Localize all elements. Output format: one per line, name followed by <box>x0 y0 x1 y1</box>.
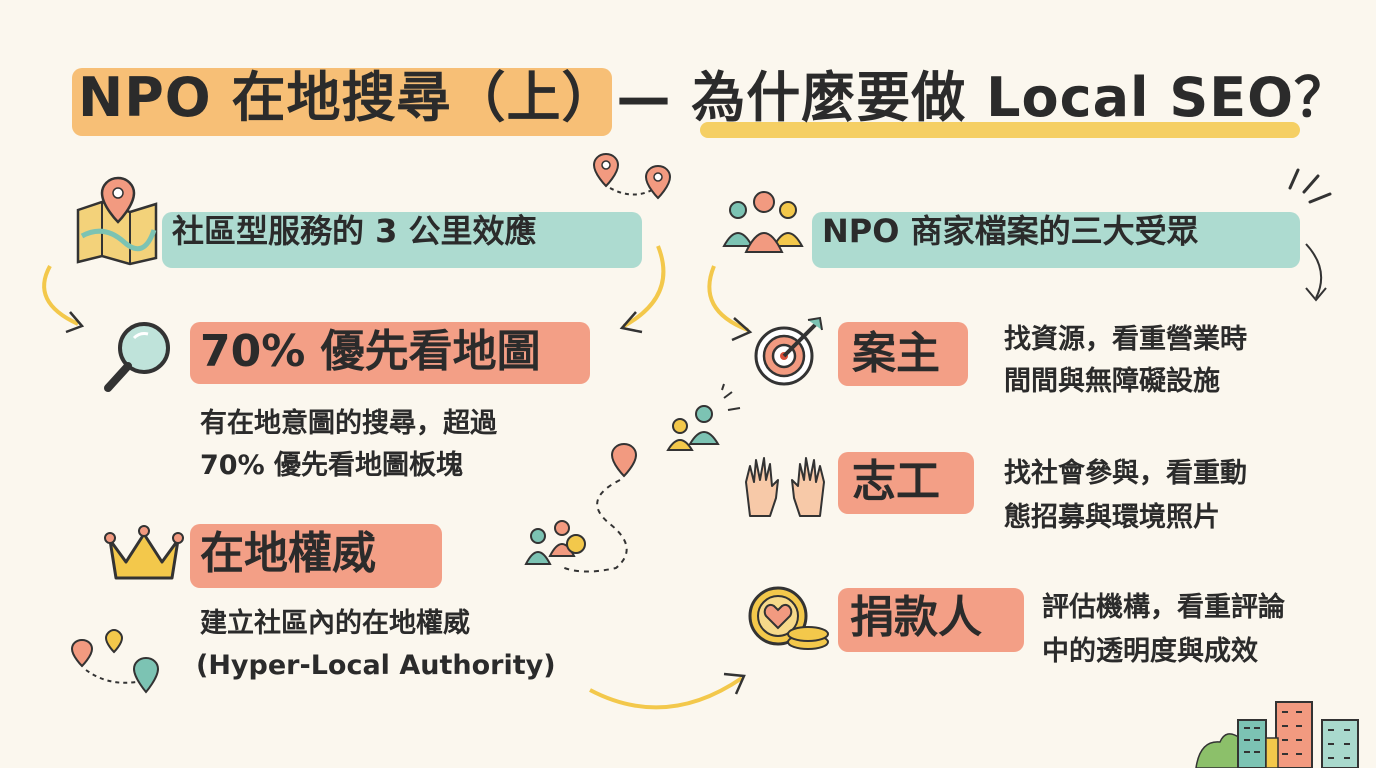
page-title: NPO 在地搜尋（上）— 為什麼要做 Local SEO？ <box>78 66 1350 129</box>
point1-line2: 70% 優先看地圖板塊 <box>200 450 464 481</box>
point2-line2: (Hyper-Local Authority) <box>196 650 556 681</box>
point1-title-highlight <box>190 322 590 384</box>
audience2-line1: 找社會參與，看重動 <box>1004 458 1247 489</box>
audience2-line2: 態招募與環境照片 <box>1004 502 1220 533</box>
audience2-label-highlight <box>838 452 974 514</box>
title-underline <box>700 122 1300 138</box>
audience3-line1: 評估機構，看重評論 <box>1042 592 1285 623</box>
audience3-line2: 中的透明度與成效 <box>1042 636 1258 667</box>
audience2-label: 志工 <box>852 456 940 507</box>
curved-arrow-icon <box>42 265 85 334</box>
right-heading: NPO 商家檔案的三大受眾 <box>822 212 1199 250</box>
point1-line1: 有在地意圖的搜尋，超過 <box>200 408 497 439</box>
burst-lines-icon <box>1288 168 1332 204</box>
audience3-label-highlight <box>838 588 1024 652</box>
map-pin-icon <box>592 152 672 200</box>
point2-title: 在地權威 <box>200 528 376 579</box>
curved-arrow-icon <box>707 265 753 342</box>
map-pin-icon <box>70 628 160 694</box>
left-heading: 社區型服務的 3 公里效應 <box>172 212 537 250</box>
raised-hands-icon <box>745 457 825 517</box>
folded-map-icon <box>76 176 158 266</box>
curved-arrow-icon <box>619 245 666 334</box>
audience1-label: 案主 <box>852 328 940 379</box>
heart-coin-icon <box>748 586 829 650</box>
people-group-icon <box>722 191 804 253</box>
title-highlight <box>72 68 612 136</box>
target-icon <box>754 316 823 386</box>
audience1-line2: 間間與無障礙設施 <box>1004 366 1220 397</box>
curved-arrow-icon <box>1305 243 1327 302</box>
curved-arrow-icon <box>589 672 746 710</box>
crown-icon <box>104 525 184 580</box>
audience1-line1: 找資源，看重營業時 <box>1004 324 1247 355</box>
audience3-label: 捐款人 <box>850 592 982 643</box>
people-megaphone-icon <box>666 383 741 451</box>
audience1-label-highlight <box>838 322 968 386</box>
magnifier-icon <box>104 322 170 392</box>
city-buildings-icon <box>1195 701 1359 768</box>
point1-title: 70% 優先看地圖 <box>200 326 541 377</box>
left-heading-highlight <box>162 212 642 268</box>
point2-line1: 建立社區內的在地權威 <box>200 608 470 639</box>
people-pin-icon <box>524 442 638 573</box>
point2-title-highlight <box>190 524 442 588</box>
right-heading-highlight <box>812 212 1300 268</box>
